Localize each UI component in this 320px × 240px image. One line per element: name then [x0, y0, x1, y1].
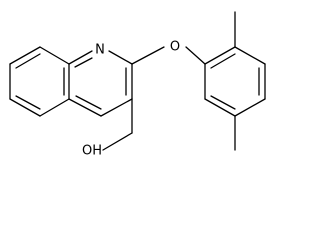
double-bond-inner	[210, 95, 236, 110]
double-bond-inner	[75, 95, 102, 110]
bond	[204, 98, 236, 117]
ch2-oh-bond	[102, 132, 133, 151]
structure-diagram: N O OH	[9, 11, 266, 159]
bond	[68, 98, 102, 117]
bond	[234, 98, 266, 117]
structure-svg: N O OH	[9, 11, 266, 159]
quinoline-pyridine-ring	[68, 50, 133, 117]
quinoline-benzo-ring	[9, 46, 70, 117]
bond	[108, 50, 133, 65]
c2-oxygen-bond	[131, 46, 165, 65]
double-bond-inner	[15, 53, 41, 69]
bond	[39, 46, 70, 65]
double-bond-inner	[15, 95, 41, 110]
dimethylphenyl-ring	[204, 46, 266, 117]
bond	[9, 98, 41, 117]
double-bond-inner	[210, 53, 236, 69]
bond	[39, 98, 70, 117]
oxygen-aryl-bond	[185, 46, 206, 65]
substituent-bonds	[102, 46, 206, 151]
bond	[100, 98, 133, 117]
hydroxyl-group-label: OH	[82, 144, 102, 159]
nitrogen-atom-label: N	[95, 43, 105, 58]
bond	[68, 50, 93, 65]
bond	[9, 46, 41, 65]
oxygen-atom-label: O	[170, 40, 180, 55]
bond	[234, 46, 266, 65]
bond	[204, 46, 236, 65]
double-bond-inner	[74, 57, 93, 68]
